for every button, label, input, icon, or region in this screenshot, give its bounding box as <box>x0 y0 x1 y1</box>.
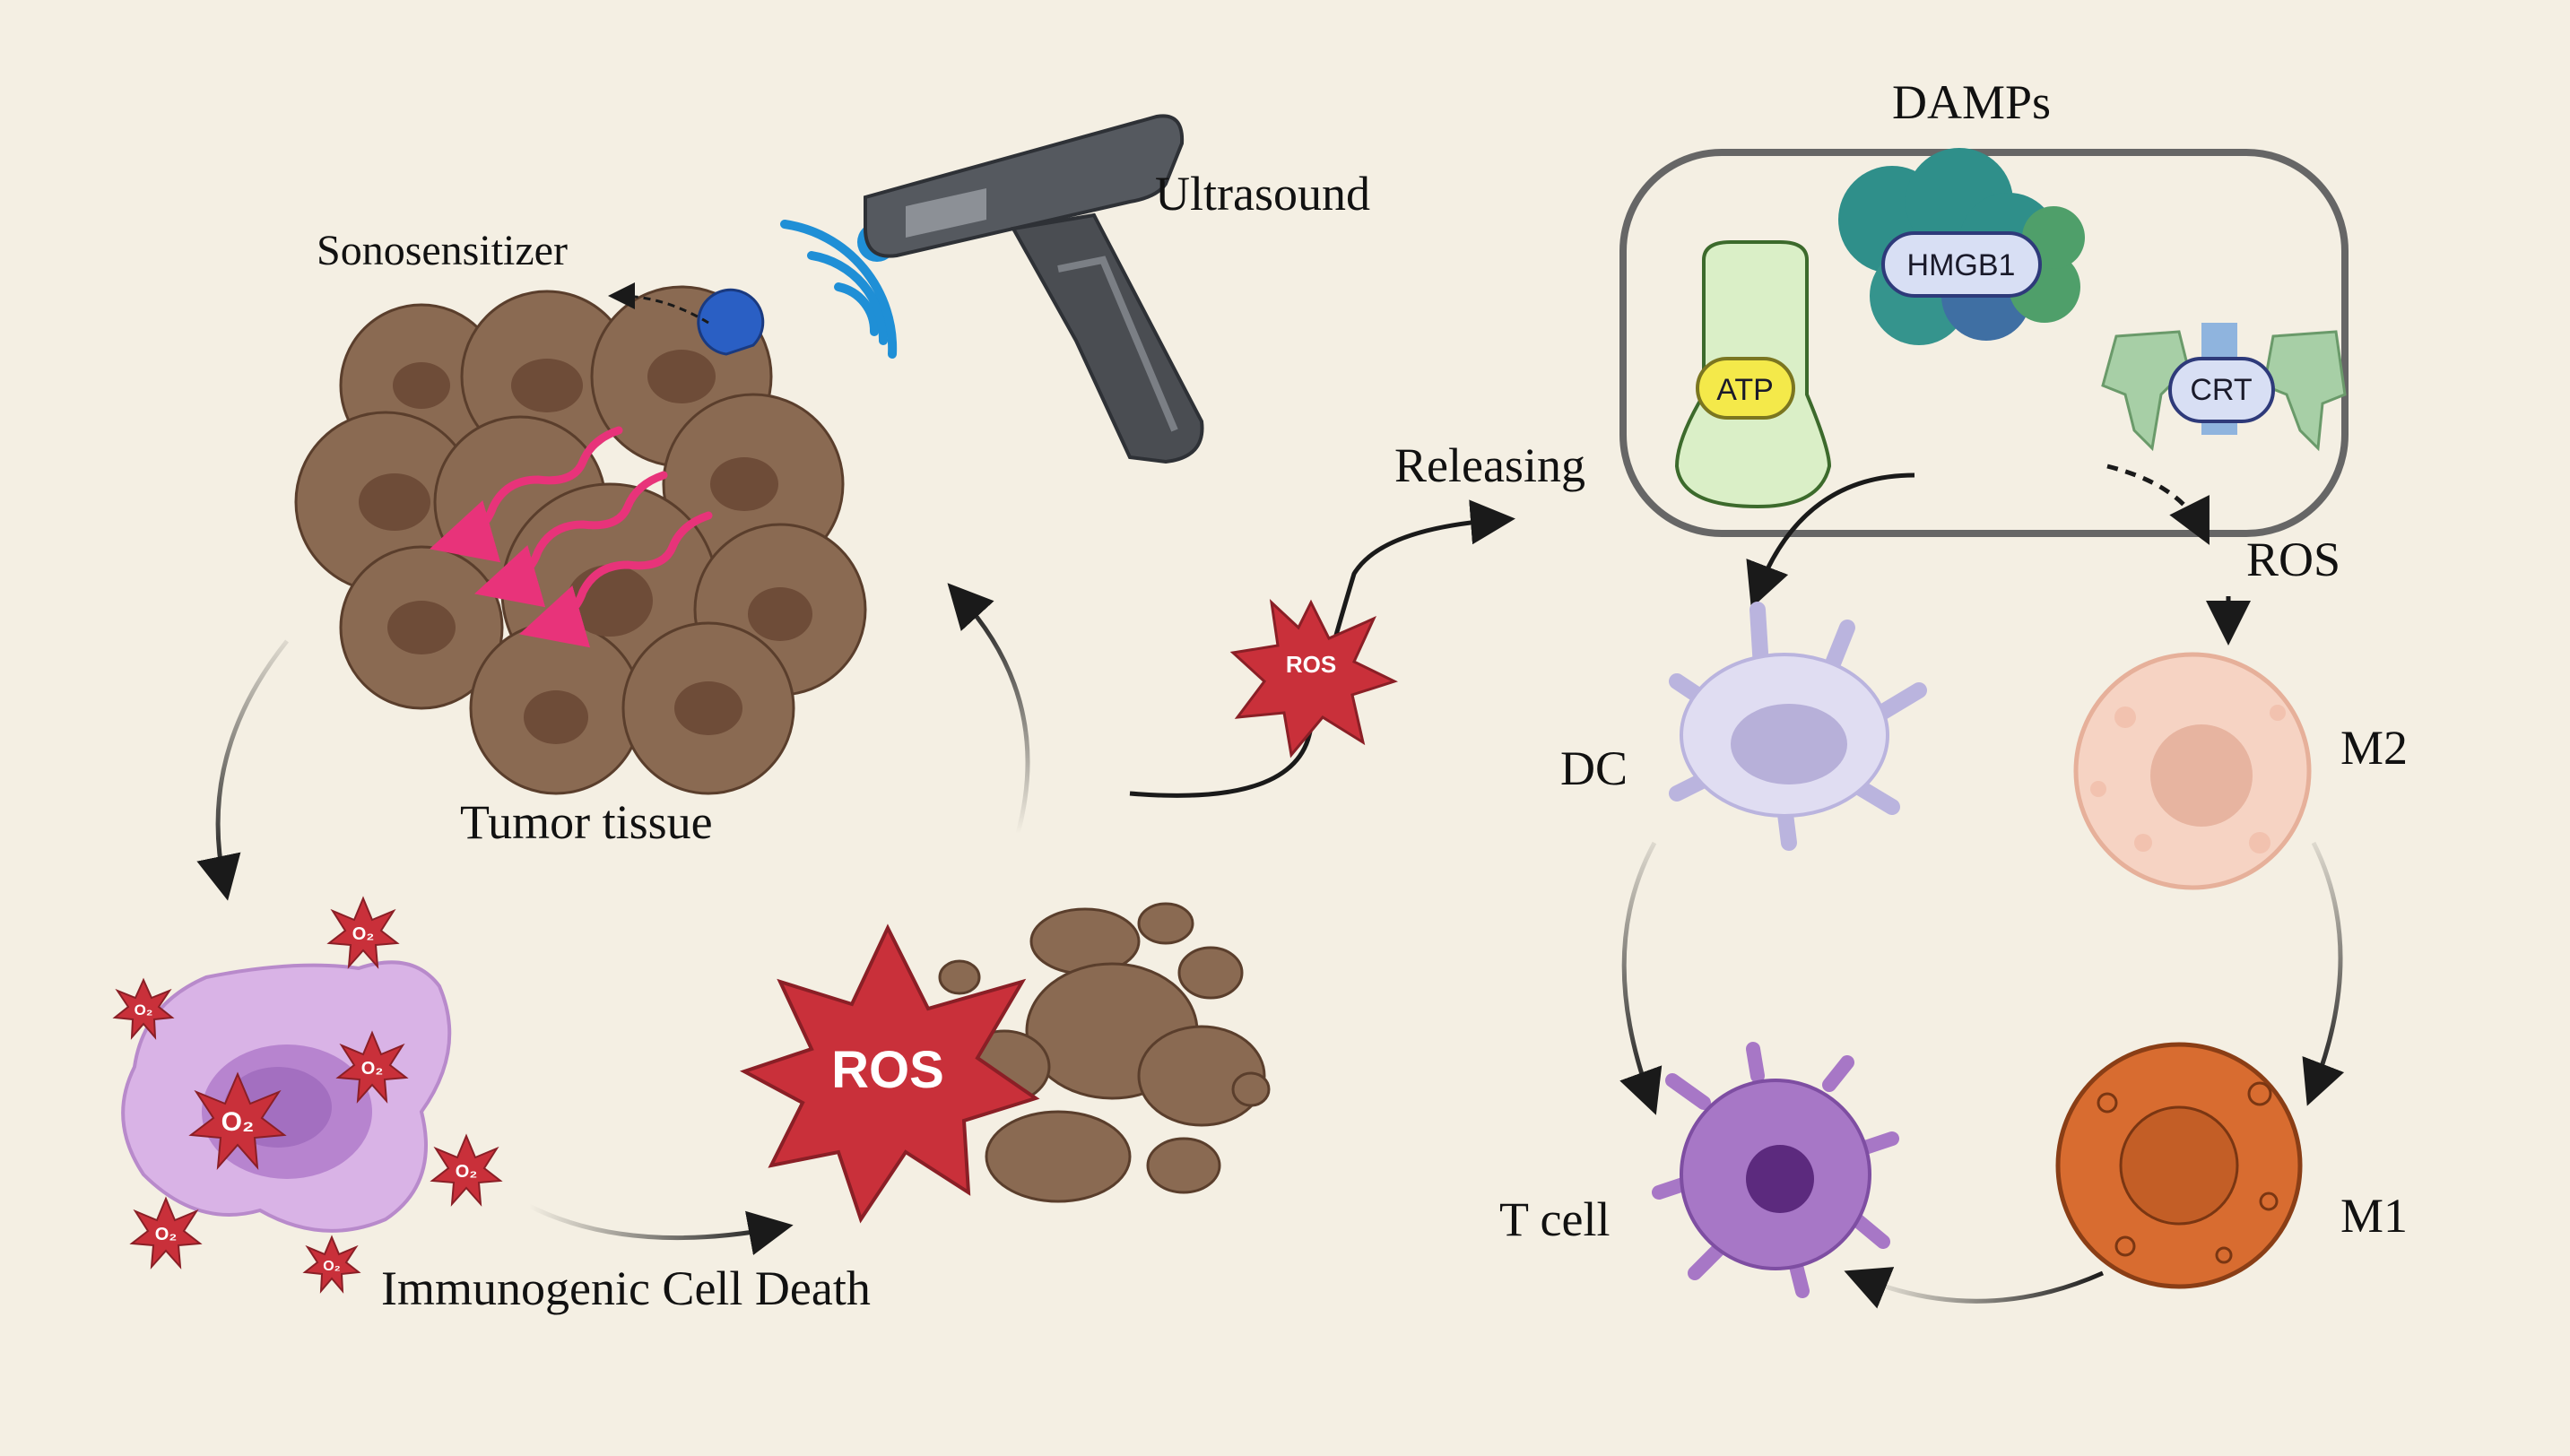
o2-radical-icon: O₂ <box>335 1030 409 1104</box>
ultrasound-wave-arrows <box>430 426 713 648</box>
arrow-ros-to-tumor <box>947 583 1030 835</box>
t-cell <box>1652 1042 1899 1298</box>
dying-cell <box>121 960 452 1233</box>
ultrasound-emission-icon <box>780 220 898 359</box>
svg-text:O₂: O₂ <box>135 1001 153 1018</box>
hmgb1-label: HMGB1 <box>1907 248 2016 282</box>
svg-text:O₂: O₂ <box>352 924 374 944</box>
arrow-damps-to-dc <box>1746 472 1915 609</box>
atp-label: ATP <box>1716 373 1774 407</box>
o2-radical-icon: O₂ <box>326 896 400 969</box>
ros-right-label: ROS <box>2246 533 2340 586</box>
dendritic-cell <box>1669 602 1927 851</box>
crt-label: CRT <box>2190 373 2252 407</box>
svg-text:O₂: O₂ <box>323 1259 341 1274</box>
releasing-label: Releasing <box>1394 438 1585 492</box>
arrow-damps-to-ros <box>2106 464 2210 545</box>
tumor-tissue-label: Tumor tissue <box>460 795 713 849</box>
svg-text:O₂: O₂ <box>155 1225 177 1244</box>
cell-debris <box>938 902 1271 1203</box>
arrow-m1-to-tcell <box>1844 1267 2105 1309</box>
tumor-tissue <box>294 285 867 795</box>
m1-label: M1 <box>2340 1189 2408 1243</box>
dc-label: DC <box>1560 741 1628 795</box>
atp-molecule: ATP <box>1674 240 1832 509</box>
icd-label: Immunogenic Cell Death <box>381 1261 871 1315</box>
o2-radical-icon: O₂ <box>302 1235 361 1294</box>
svg-text:O₂: O₂ <box>221 1107 255 1137</box>
o2-radical-icon: O₂ <box>430 1133 503 1207</box>
ultrasound-probe-icon <box>864 114 1204 464</box>
ros-burst-small: ROS <box>1229 598 1399 758</box>
t-cell-label: T cell <box>1499 1192 1610 1246</box>
ultrasound-label: Ultrasound <box>1155 167 1370 221</box>
m2-macrophage <box>2073 652 2312 890</box>
sonosensitizer-particle <box>608 282 765 356</box>
o2-radical-icon: O₂ <box>188 1071 287 1170</box>
svg-text:O₂: O₂ <box>361 1059 383 1079</box>
ros-burst-large: ROS <box>739 923 1040 1224</box>
arrow-dc-to-tcell <box>1619 841 1663 1115</box>
crt-protein: CRT <box>2101 323 2347 452</box>
hmgb1-protein: HMGB1 <box>1838 148 2085 345</box>
sonosensitizer-label: Sonosensitizer <box>317 227 568 274</box>
arrow-tumor-to-cell <box>196 639 289 901</box>
superoxide-radicals: O₂ O₂ O₂ O₂ O₂ O₂ O₂ <box>112 896 503 1294</box>
ros-small-label: ROS <box>1286 651 1336 678</box>
damps-box <box>1619 149 2349 537</box>
m1-macrophage <box>2055 1042 2303 1289</box>
ros-big-label: ROS <box>831 1041 944 1099</box>
m2-label: M2 <box>2340 721 2408 775</box>
o2-radical-icon: O₂ <box>129 1196 203 1270</box>
arrow-m2-to-m1 <box>2302 841 2345 1106</box>
svg-text:O₂: O₂ <box>456 1162 477 1182</box>
arrow-cell-to-ros <box>527 1203 794 1255</box>
o2-radical-icon: O₂ <box>112 977 175 1040</box>
damps-label: DAMPs <box>1892 75 2051 129</box>
